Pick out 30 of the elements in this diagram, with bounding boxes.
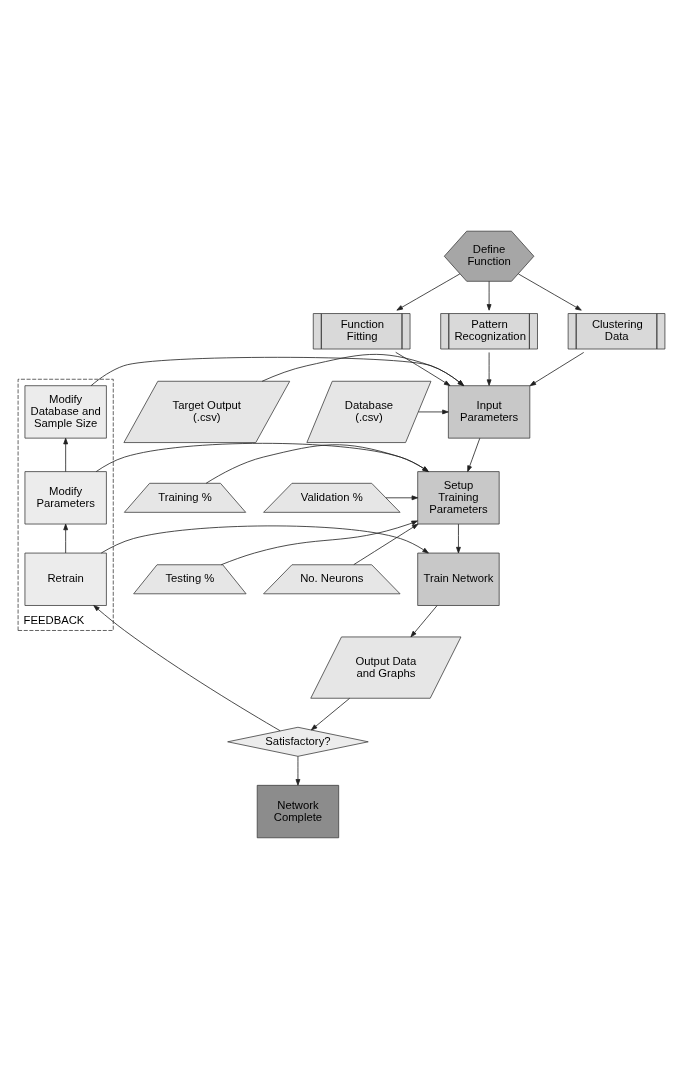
arrow: [63, 523, 69, 554]
arrow: [517, 273, 582, 311]
node-box: Modify Parameters: [24, 471, 107, 525]
node-box: Input Parameters: [447, 385, 531, 439]
arrow: [93, 605, 281, 732]
arrow: [396, 273, 461, 311]
arrow: [410, 605, 438, 638]
arrow: [310, 697, 350, 731]
arrow: [385, 495, 419, 501]
arrow: [486, 352, 492, 386]
arrow: [100, 525, 429, 554]
node-box: Network Complete: [256, 784, 340, 839]
arrow: [63, 437, 69, 472]
arrow: [467, 437, 481, 472]
node-box: Train Network: [417, 552, 500, 606]
arrow: [456, 523, 461, 554]
arrow: [205, 444, 429, 484]
arrow: [486, 280, 492, 311]
arrow: [529, 352, 585, 387]
arrow: [353, 523, 419, 565]
arrow: [90, 356, 465, 387]
arrow: [395, 351, 451, 387]
arrow: [295, 756, 301, 786]
arrow: [418, 409, 449, 415]
arrow: [261, 354, 465, 387]
arrow: [95, 442, 429, 472]
node-box: Setup Training Parameters: [417, 471, 500, 525]
node-box: Retrain: [24, 552, 107, 606]
arrow: [220, 520, 418, 566]
node-box: Modify Database and Sample Size: [24, 385, 107, 439]
